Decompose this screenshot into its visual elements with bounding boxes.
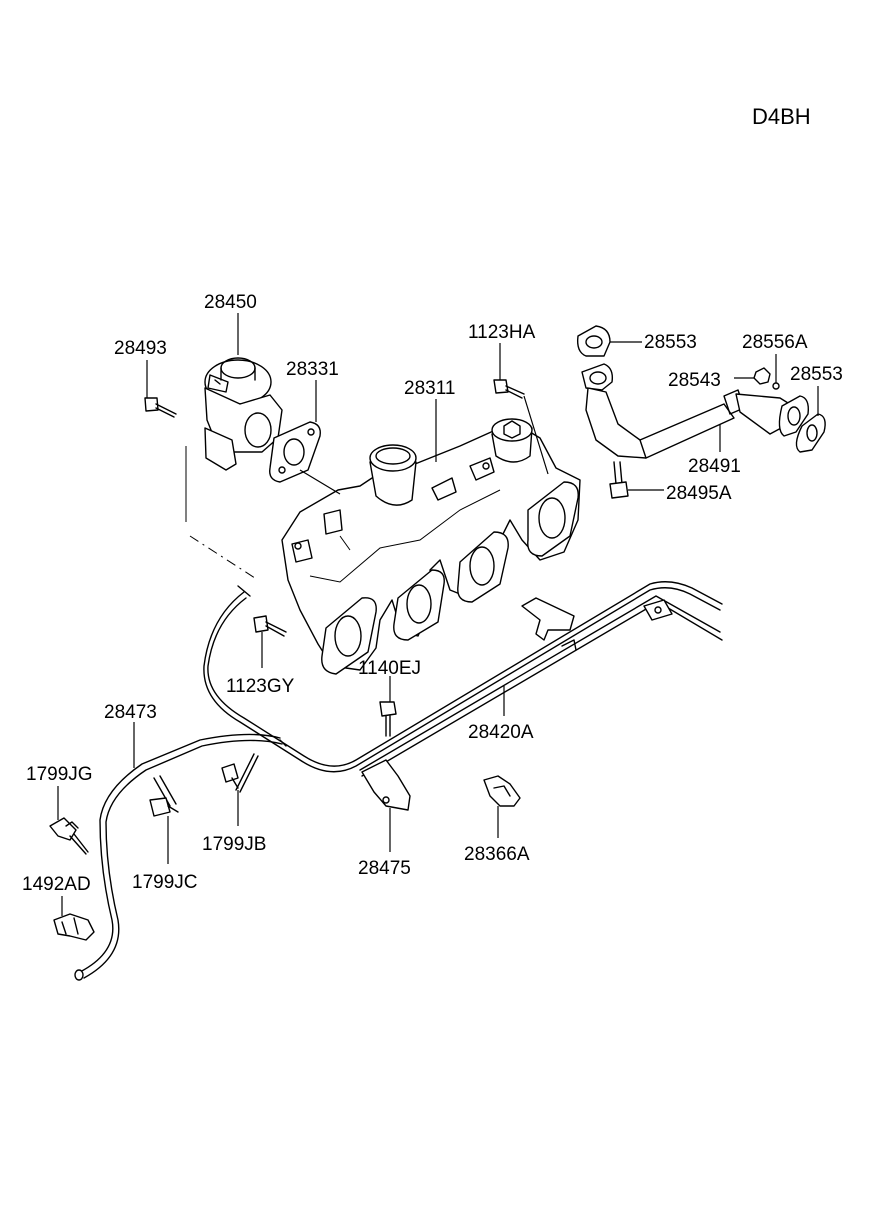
label-28420A: 28420A <box>468 722 534 743</box>
clip-1799JC[interactable] <box>149 775 179 817</box>
clamp-1492AD[interactable] <box>53 913 95 941</box>
label-28553-right: 28553 <box>790 364 843 385</box>
egr-valve[interactable] <box>204 357 283 471</box>
clip-28366A[interactable] <box>483 775 521 807</box>
label-28331: 28331 <box>286 359 339 380</box>
clip-1799JG[interactable] <box>49 817 89 855</box>
label-28543: 28543 <box>668 370 721 391</box>
label-1799JG: 1799JG <box>26 764 93 785</box>
label-28475: 28475 <box>358 858 411 879</box>
label-28493: 28493 <box>114 338 167 359</box>
gasket-28553-right[interactable] <box>795 413 826 453</box>
label-1799JC: 1799JC <box>132 872 198 893</box>
bracket-28475[interactable] <box>361 759 411 811</box>
label-1140EJ: 1140EJ <box>358 658 421 679</box>
part-28556A[interactable] <box>772 382 780 390</box>
label-1123HA: 1123HA <box>468 322 536 343</box>
bolt-28495A[interactable] <box>609 461 629 499</box>
clip-1799JB[interactable] <box>221 753 259 793</box>
nut-28543[interactable] <box>753 367 771 385</box>
label-28556A: 28556A <box>742 332 808 353</box>
label-28311: 28311 <box>404 378 455 399</box>
bolt-1123GY[interactable] <box>253 615 287 637</box>
label-28366A: 28366A <box>464 844 530 865</box>
bolt-1123HA[interactable] <box>493 379 525 399</box>
gasket-28331[interactable] <box>269 421 321 483</box>
label-1123GY: 1123GY <box>226 676 295 697</box>
bolt-28493[interactable] <box>144 397 177 418</box>
label-1799JB: 1799JB <box>202 834 266 855</box>
engine-code: D4BH <box>752 104 811 129</box>
label-1492AD: 1492AD <box>22 874 91 895</box>
hose-28473[interactable] <box>74 733 283 981</box>
label-28450: 28450 <box>204 292 257 313</box>
egr-pipe-28491[interactable] <box>581 363 810 459</box>
gasket-28553-top[interactable] <box>576 325 611 357</box>
vacuum-tube-28420A[interactable] <box>203 581 723 777</box>
label-28491: 28491 <box>688 456 741 477</box>
label-28495A: 28495A <box>666 483 732 504</box>
intake-manifold[interactable] <box>281 418 581 675</box>
bolt-1140EJ[interactable] <box>379 701 397 737</box>
label-28553-top: 28553 <box>644 332 697 353</box>
label-28473: 28473 <box>104 702 157 723</box>
